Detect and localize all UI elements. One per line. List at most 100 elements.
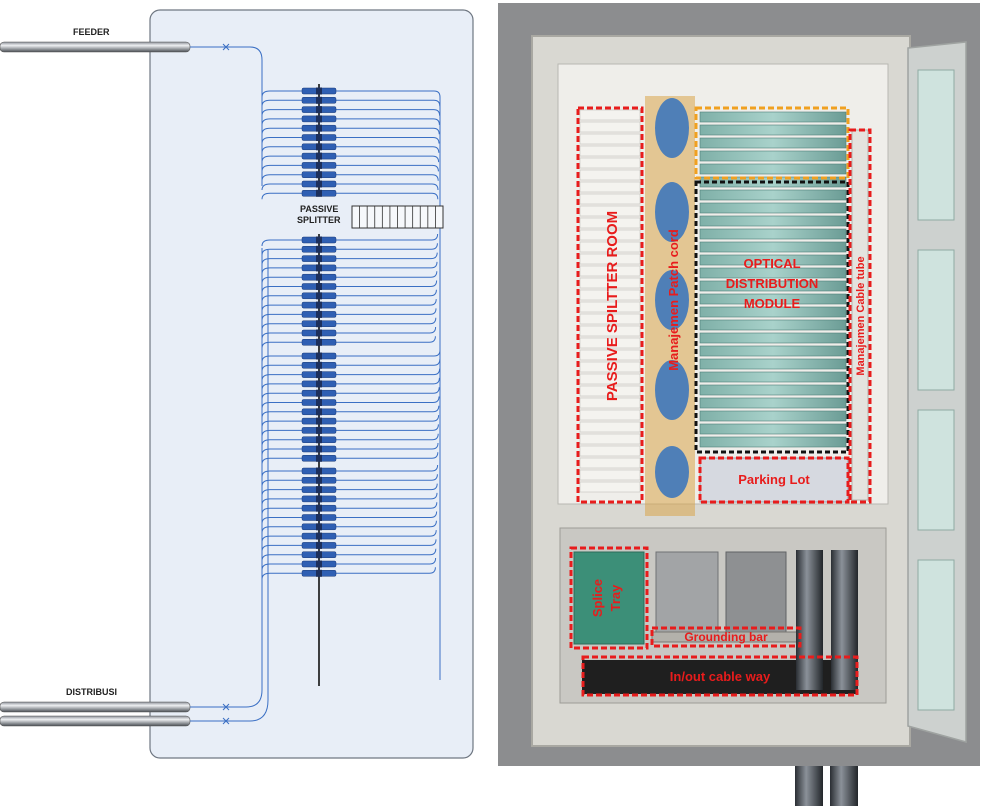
connector-sleeve-37 — [316, 467, 322, 475]
odm-modules — [699, 111, 847, 448]
splitter-label-1: PASSIVE — [300, 204, 338, 214]
connector-sleeve-38 — [316, 476, 322, 484]
splitter-slot-28 — [579, 433, 641, 445]
fiber-right-14 — [336, 243, 438, 250]
schematic-panel: FEEDER DISTRIBUSI PASSIVE SPLITTER — [0, 9, 474, 759]
fiber-right-7 — [336, 146, 440, 153]
connector-sleeve-8 — [316, 152, 322, 160]
splitter-slot-14 — [579, 265, 641, 277]
splitter-slot-6 — [579, 169, 641, 181]
splitter-room-slots — [579, 109, 641, 493]
odm-module-5 — [699, 163, 847, 175]
splitter-slot-16 — [579, 289, 641, 301]
splitter-slot-13 — [579, 253, 641, 265]
splitter-slot-5 — [579, 157, 641, 169]
fiber-right-15 — [336, 252, 438, 260]
fiber-right-43 — [336, 520, 437, 528]
patch-cord-spool-1 — [655, 98, 689, 158]
fiber-right-10 — [336, 174, 439, 181]
distribusi-cable-2 — [0, 715, 191, 727]
odm-module-18 — [699, 332, 847, 344]
splitter-slot-12 — [579, 241, 641, 253]
inlet-pipe-2 — [831, 550, 858, 690]
fiber-right-28 — [336, 377, 440, 385]
odm-module-10 — [699, 228, 847, 240]
fiber-right-31 — [336, 405, 440, 413]
fiber-right-42 — [336, 511, 438, 518]
odm-module-25 — [699, 423, 847, 435]
connector-sleeve-39 — [316, 486, 322, 494]
connector-stack — [301, 84, 337, 686]
feeder-cable — [0, 41, 191, 53]
connector-sleeve-48 — [316, 569, 322, 577]
connector-sleeve-22 — [316, 320, 322, 328]
splitter-slot-27 — [579, 421, 641, 433]
label-cable-way: In/out cable way — [670, 669, 771, 684]
connector-sleeve-9 — [316, 161, 322, 169]
splitter-slot-7 — [579, 181, 641, 193]
connector-sleeve-21 — [316, 310, 322, 318]
fiber-right-44 — [336, 530, 437, 537]
splice-mark-1 — [222, 43, 230, 51]
splitter-slot-15 — [579, 277, 641, 289]
connector-sleeve-13 — [316, 236, 322, 244]
splitter-slot-11 — [579, 229, 641, 241]
odm-module-4 — [699, 150, 847, 162]
fiber-right-9 — [336, 164, 439, 172]
odm-module-7 — [699, 189, 847, 201]
outline-parking-lot — [698, 456, 850, 504]
splitter-slot-18 — [579, 313, 641, 325]
fiber-right-46 — [336, 548, 437, 556]
label-grounding-bar: Grounding bar — [684, 630, 768, 644]
fiber-right-38 — [336, 474, 438, 481]
patch-cord-spool-2 — [655, 182, 689, 242]
door-window-1 — [917, 69, 955, 221]
connector-sleeve-3 — [316, 106, 322, 114]
fiber-right-32 — [336, 415, 440, 422]
outline-cable-way — [581, 655, 859, 697]
door-window-4 — [917, 559, 955, 711]
outline-splice-tray — [569, 546, 649, 650]
odm-module-3 — [699, 137, 847, 149]
odm-module-2 — [699, 124, 847, 136]
splitter-slot-4 — [579, 145, 641, 157]
connector-sleeve-12 — [316, 189, 322, 197]
patch-cord-spool-3 — [655, 270, 689, 330]
odm-module-17 — [699, 319, 847, 331]
label-splice-1: Splice — [590, 579, 605, 617]
feeder-label: FEEDER — [73, 27, 110, 37]
splitter-slot-30 — [579, 457, 641, 469]
fiber-right-41 — [336, 502, 438, 509]
odm-module-16 — [699, 306, 847, 318]
fiber-right-22 — [336, 317, 437, 325]
connector-sleeve-19 — [316, 292, 322, 300]
fiber-right-33 — [336, 424, 439, 431]
connector-sleeve-34 — [316, 436, 322, 444]
parking-lot-panel — [699, 457, 849, 503]
label-passive-splitter-room: PASSIVE SPILTTER ROOM — [604, 211, 621, 401]
splitter-slot-1 — [579, 109, 641, 121]
splice-mark-3 — [222, 717, 230, 725]
distribusi-cable-1 — [0, 701, 191, 713]
odm-module-20 — [699, 358, 847, 370]
grounding-block — [655, 551, 719, 633]
connector-sleeve-2 — [316, 96, 322, 104]
label-cable-tube: Manajemen Cable tube — [855, 256, 867, 375]
odm-module-26 — [699, 436, 847, 448]
fiber-right-21 — [336, 308, 437, 315]
fiber-right-29 — [336, 387, 440, 394]
distribusi-fiber-2 — [190, 250, 269, 722]
door-window-2 — [917, 249, 955, 391]
fiber-right-11 — [336, 183, 439, 191]
bottom-pipe-1 — [795, 766, 823, 806]
fiber-right-8 — [336, 155, 440, 163]
splitter-slot-26 — [579, 409, 641, 421]
odm-module-1 — [699, 111, 847, 123]
splitter-slot-8 — [579, 193, 641, 205]
fiber-right-34 — [336, 433, 439, 441]
fiber-right-37 — [336, 464, 439, 472]
odm-module-23 — [699, 397, 847, 409]
cabinet-photo: PASSIVE SPILTTER ROOM Manajemen Patch co… — [498, 3, 980, 806]
fiber-routing — [190, 43, 441, 725]
fiber-right-12 — [336, 192, 439, 200]
